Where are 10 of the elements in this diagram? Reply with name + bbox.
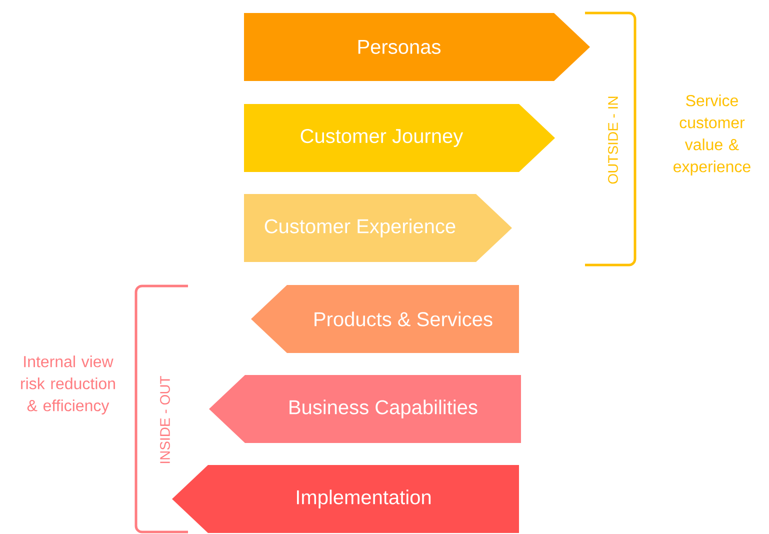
arrow-box: Implementation [172,465,519,533]
vertical-label: INSIDE - OUT [160,376,170,464]
side-note: Internal view risk reduction & efficiency [21,356,115,414]
side-note: Service customer value & experience [674,94,750,176]
arrow-box: Personas [244,13,590,81]
arrow-box: Customer Journey [244,104,555,172]
arrow-box: Customer Experience [244,194,512,262]
arrow-box: Products & Services [251,285,519,353]
vertical-label: OUTSIDE - IN [608,96,618,184]
arrow-box: Business Capabilities [209,375,521,443]
